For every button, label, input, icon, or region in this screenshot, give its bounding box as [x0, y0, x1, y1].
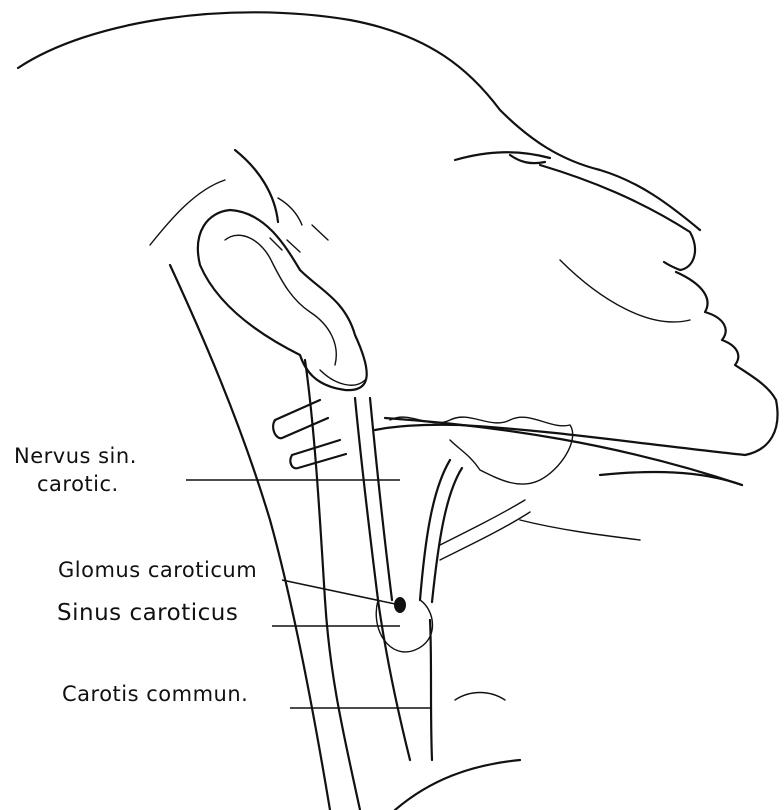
- carotid-branch: [440, 500, 530, 560]
- hair-stroke-2: [150, 180, 225, 245]
- label-nervus-line2: carotic.: [37, 474, 119, 495]
- label-carotis: Carotis commun.: [62, 684, 248, 705]
- label-glomus: Glomus caroticum: [58, 560, 257, 581]
- ear-outer: [198, 210, 367, 390]
- hair-stroke-6: [312, 225, 328, 240]
- nose-and-mouth: [676, 272, 776, 400]
- skull-outline: [18, 12, 700, 230]
- vessel-stub-lower: [290, 440, 346, 468]
- common-carotid: [378, 600, 432, 760]
- label-sinus: Sinus caroticus: [57, 602, 238, 625]
- throat-line: [520, 520, 640, 540]
- face-cheek: [560, 260, 690, 322]
- hair-stroke-5: [287, 240, 300, 252]
- leader-glomus: [282, 580, 400, 605]
- external-carotid: [420, 460, 462, 602]
- ear-lobe: [320, 370, 365, 385]
- lower-jaw-edge: [385, 418, 742, 485]
- hair-stroke-3: [278, 198, 302, 225]
- brow-line: [455, 152, 550, 160]
- label-nervus-line1: Nervus sin.: [14, 446, 137, 467]
- collar-line: [395, 760, 520, 810]
- vessel-stub-upper: [273, 400, 328, 438]
- neck-lower-stroke: [455, 693, 505, 701]
- jaw-line: [375, 400, 778, 455]
- neck-back: [170, 265, 330, 810]
- upper-face: [540, 165, 695, 270]
- neck-front: [600, 472, 742, 485]
- neck-contour: [305, 360, 360, 810]
